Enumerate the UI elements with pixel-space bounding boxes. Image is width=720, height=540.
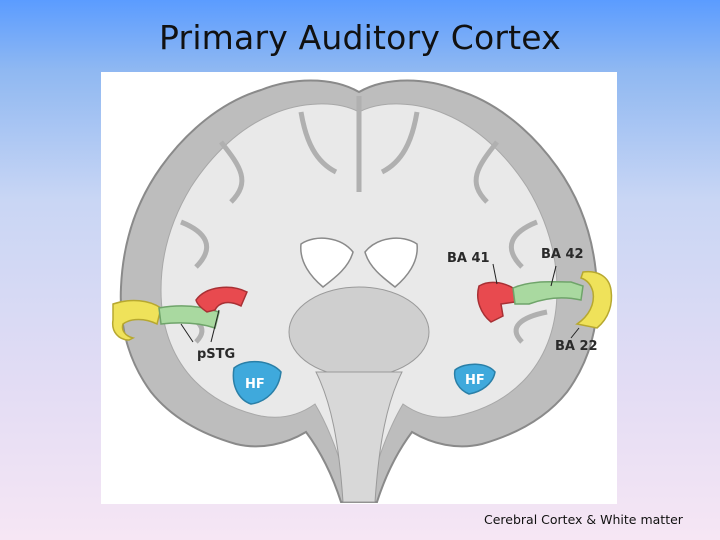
brain-illustration: pSTG BA 41 BA 42 BA 22 HF HF [101, 72, 617, 504]
slide-title: Primary Auditory Cortex [0, 18, 720, 57]
pstg-label: pSTG [197, 347, 235, 362]
deep-nuclei [289, 287, 429, 377]
hf-label-left: HF [245, 377, 265, 392]
ba41-label: BA 41 [447, 251, 490, 266]
brain-coronal-section-figure: pSTG BA 41 BA 42 BA 22 HF HF [101, 72, 617, 504]
hf-label-right: HF [465, 373, 485, 388]
ba22-label: BA 22 [555, 339, 598, 354]
ba42-label: BA 42 [541, 247, 584, 262]
figure-caption: Cerebral Cortex & White matter [484, 512, 683, 527]
